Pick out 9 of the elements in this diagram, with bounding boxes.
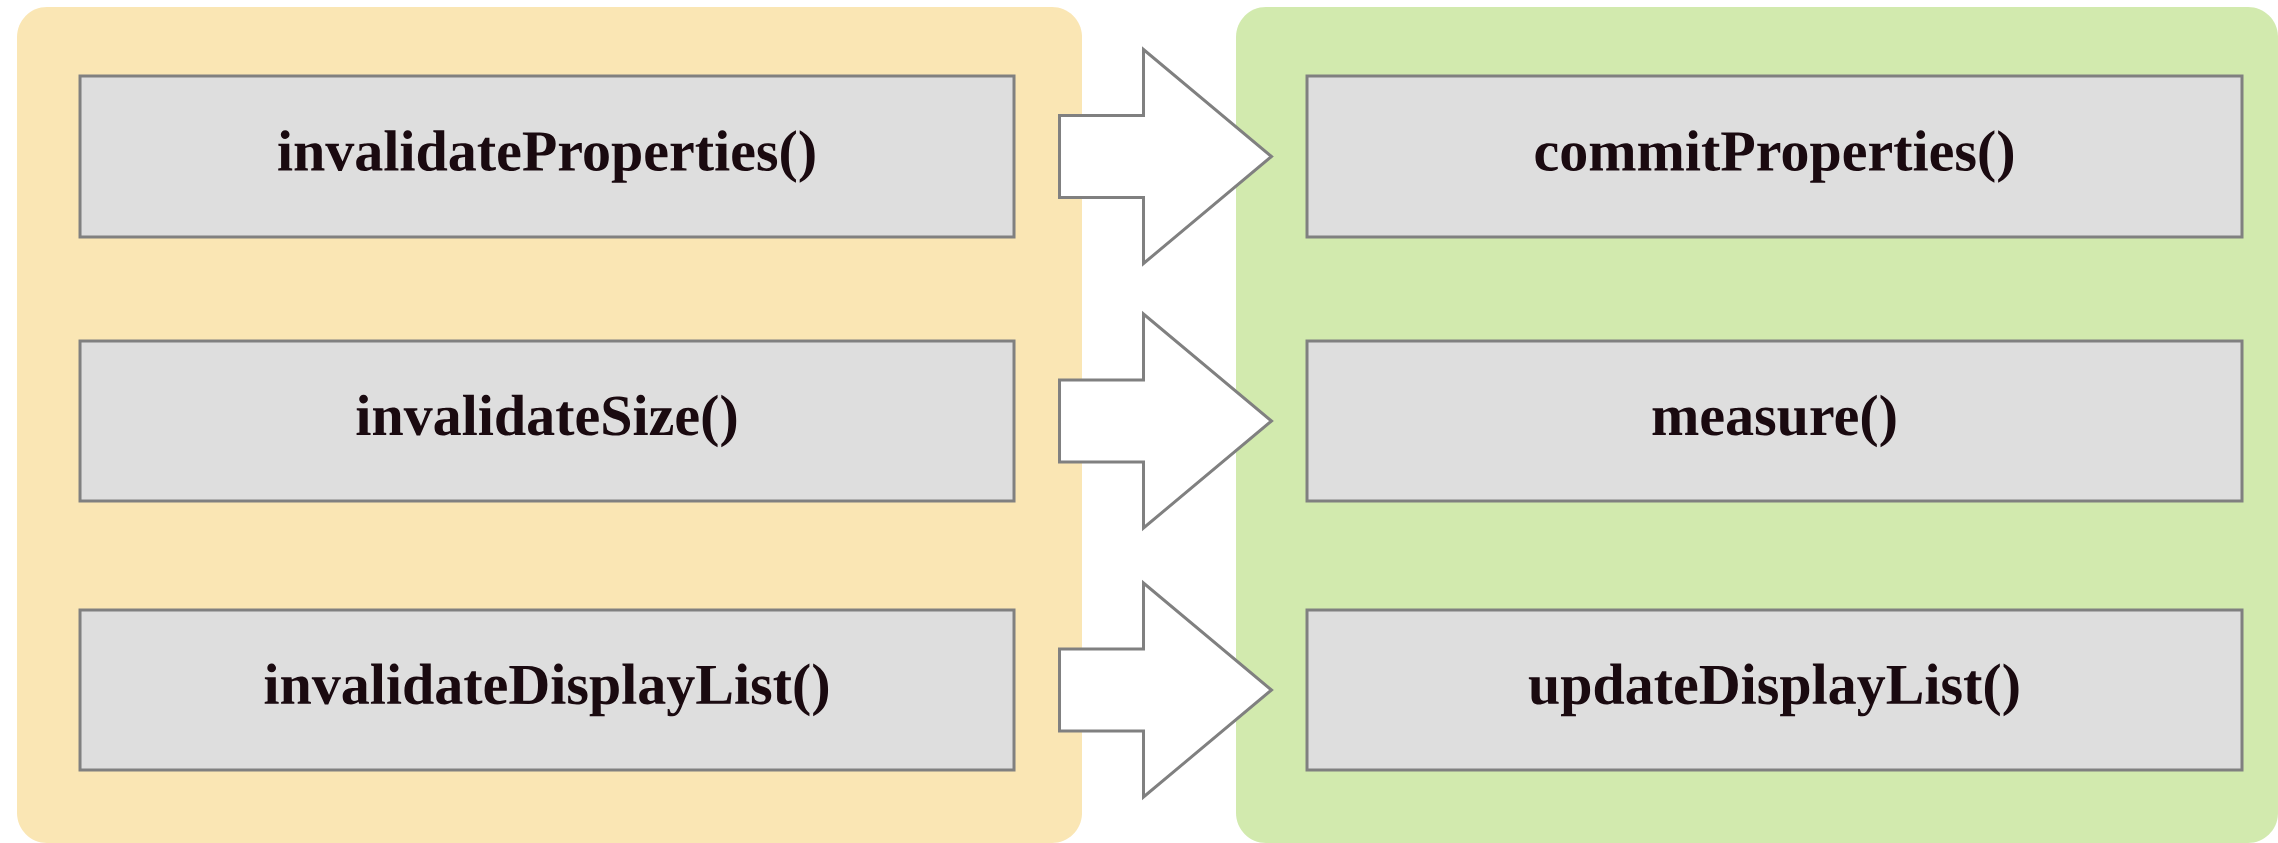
method-box: invalidateDisplayList() xyxy=(78,608,1016,772)
method-box: invalidateProperties() xyxy=(78,74,1016,239)
block-arrow xyxy=(1058,46,1274,267)
method-box: invalidateSize() xyxy=(78,339,1016,503)
block-arrow xyxy=(1058,310,1274,532)
method-box: measure() xyxy=(1305,339,2244,503)
block-arrow xyxy=(1058,579,1274,801)
method-box: updateDisplayList() xyxy=(1305,608,2244,772)
method-box: commitProperties() xyxy=(1305,74,2244,239)
